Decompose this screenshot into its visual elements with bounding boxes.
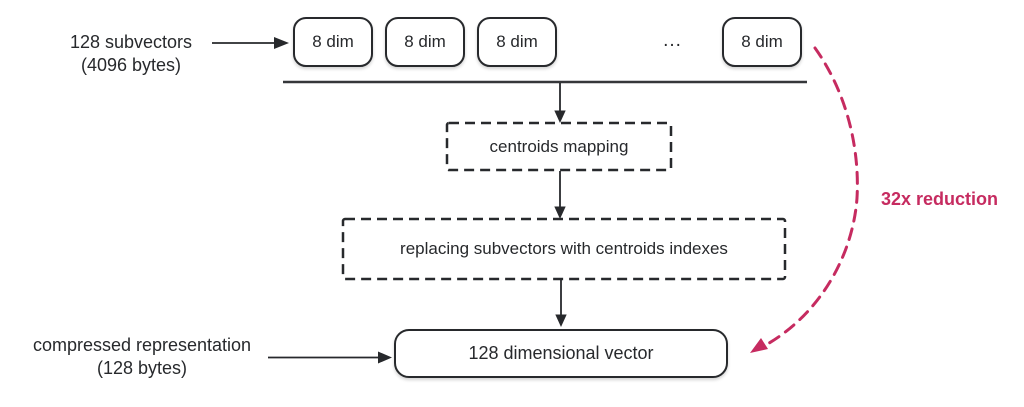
subvector-box-1: 8 dim [293,17,373,67]
down-arrow-1-head-icon [554,110,566,123]
input-label-line1: 128 subvectors [69,32,193,52]
input-arrow-head-icon [274,37,289,49]
input-label-line2: (4096 bytes) [80,55,182,75]
output-label-line2: (128 bytes) [96,358,188,378]
reduction-label: 32x reduction [881,189,999,209]
output-arrow-head-icon [378,351,392,364]
output-label-line1: compressed representation [32,335,252,355]
replacing-subvectors-label: replacing subvectors with centroids inde… [400,239,728,258]
replacing-subvectors-box [341,217,787,281]
down-arrow-2-head-icon [554,206,566,219]
reduction-arrow-head-icon [750,338,768,353]
input-label: 128 subvectors (4096 bytes) [38,31,224,77]
subvector-box-3: 8 dim [477,17,557,67]
subvector-box-4: 8 dim [722,17,802,67]
output-vector-box: 128 dimensional vector [394,329,728,378]
output-label: compressed representation (128 bytes) [18,334,266,380]
reduction-curve [762,46,859,348]
subvector-ellipsis: ... [663,30,682,51]
centroids-mapping-label: centroids mapping [489,136,629,156]
centroids-mapping-box [445,121,673,172]
subvector-box-2: 8 dim [385,17,465,67]
down-arrow-3-head-icon [555,314,567,327]
